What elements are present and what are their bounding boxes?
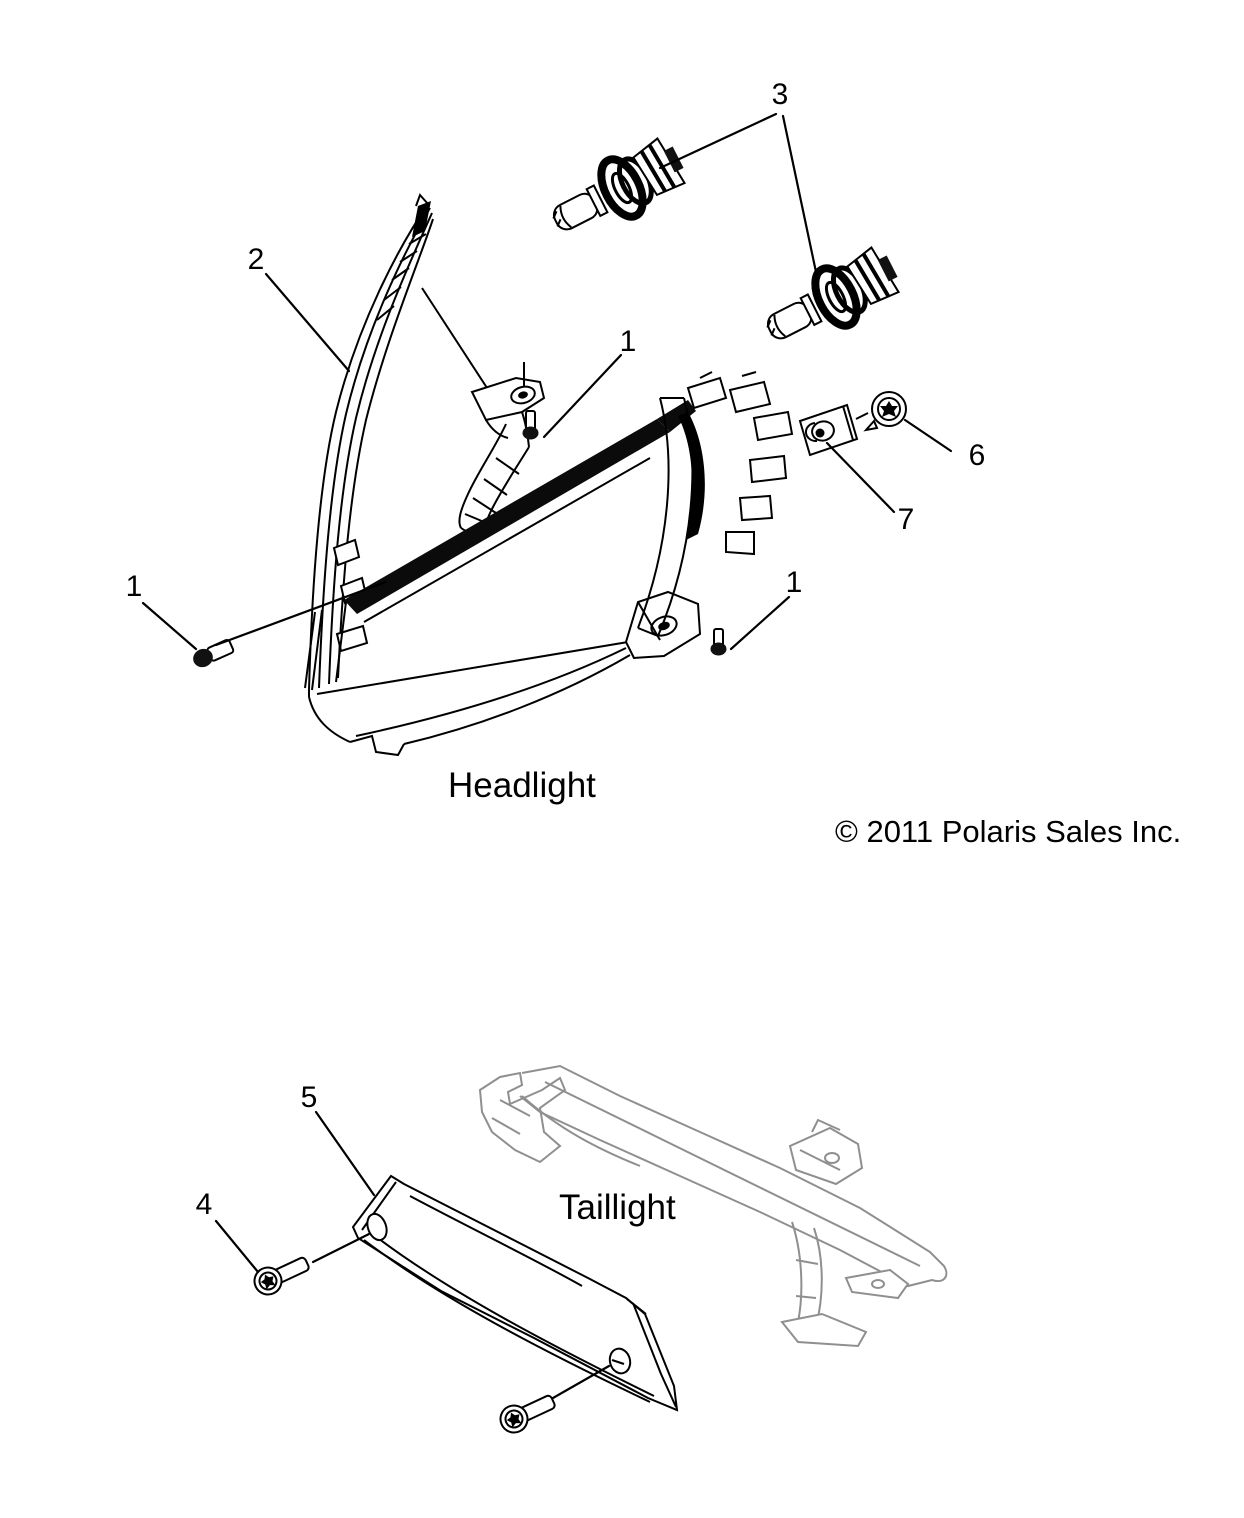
headlight-bulb bbox=[766, 246, 901, 340]
leader-3a bbox=[658, 112, 778, 170]
callout-1-right: 1 bbox=[786, 566, 803, 599]
copyright-text: © 2011 Polaris Sales Inc. bbox=[835, 814, 1181, 849]
taillight-cover bbox=[351, 1174, 679, 1412]
callout-3: 3 bbox=[772, 78, 789, 111]
taillight-label: Taillight bbox=[559, 1188, 676, 1227]
callout-6: 6 bbox=[969, 439, 986, 472]
leader-5 bbox=[314, 1110, 376, 1197]
screw-1-right bbox=[710, 628, 727, 656]
rear-bracket-ghost bbox=[478, 1064, 948, 1348]
leader-1-upper bbox=[542, 353, 623, 439]
headlight-label: Headlight bbox=[448, 766, 596, 805]
screw-1-left bbox=[193, 638, 235, 668]
leader-1-right bbox=[729, 595, 791, 651]
leader-lines-headlight bbox=[141, 112, 953, 651]
leader-1-left-mount bbox=[214, 580, 388, 647]
leader-6 bbox=[903, 418, 953, 453]
bezel-cutout bbox=[332, 538, 361, 567]
leader-screw4-bottom bbox=[551, 1364, 611, 1400]
headlight-housing bbox=[308, 371, 794, 757]
leader-2 bbox=[264, 272, 351, 373]
callout-4: 4 bbox=[196, 1188, 213, 1221]
callout-1-left: 1 bbox=[126, 570, 143, 603]
cover-screw-hole bbox=[608, 1347, 632, 1375]
screw-4-left bbox=[253, 1256, 310, 1296]
wire-tube bbox=[458, 423, 507, 529]
leader-lines-taillight bbox=[214, 1110, 611, 1400]
screw-4-bottom bbox=[499, 1394, 556, 1434]
screw-1-upper bbox=[522, 410, 539, 440]
screw-6-torx bbox=[863, 391, 907, 432]
leader-1-left bbox=[141, 601, 198, 651]
plate-7 bbox=[798, 403, 869, 457]
bulb-socket-cluster bbox=[637, 371, 794, 637]
callout-2: 2 bbox=[248, 243, 265, 276]
leader-3b bbox=[781, 114, 818, 274]
headlight-bezel bbox=[304, 193, 434, 697]
leader-screw4-left bbox=[311, 1232, 371, 1264]
leader-4 bbox=[214, 1219, 260, 1274]
headlight-bulb bbox=[552, 137, 687, 231]
bezel-tip-shade bbox=[412, 201, 431, 237]
lens-top-band bbox=[344, 419, 670, 614]
callout-7: 7 bbox=[898, 503, 915, 536]
headlight-assembly: 3 2 1 1 1 6 7 Headlight © 2011 Polaris S… bbox=[126, 78, 1182, 849]
leader-7 bbox=[825, 441, 896, 514]
callout-5: 5 bbox=[301, 1081, 318, 1114]
callout-1-upper: 1 bbox=[620, 325, 637, 358]
taillight-assembly: 5 4 Taillight bbox=[196, 1064, 948, 1434]
cover-screw-hole bbox=[366, 1212, 388, 1242]
